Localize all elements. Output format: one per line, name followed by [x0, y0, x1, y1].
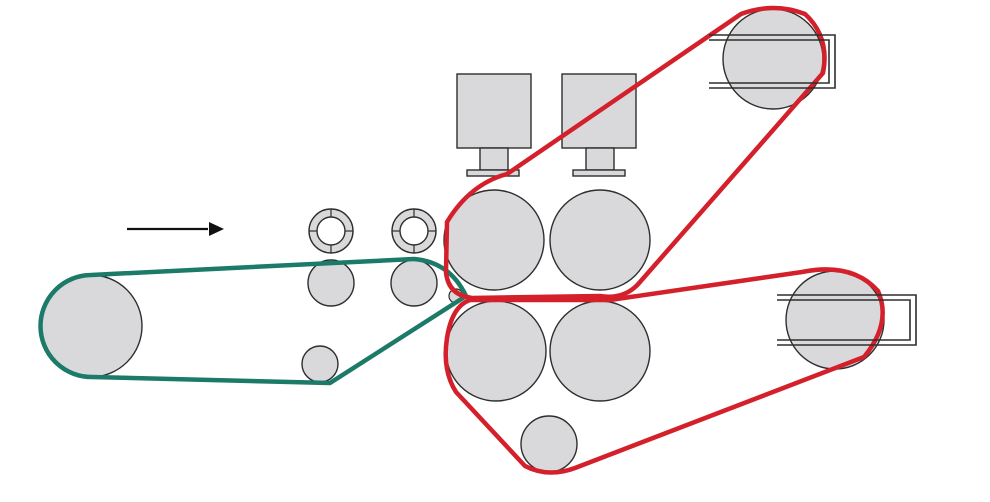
press-belt-lower — [443, 267, 885, 475]
tensioner-bracket-lower — [777, 294, 917, 346]
drive-coupling-right — [585, 147, 615, 171]
ring-roller-left — [308, 208, 354, 254]
ring-roller-right — [391, 208, 437, 254]
ring-roller-bore — [399, 216, 429, 246]
press-roll-lower-right — [549, 300, 651, 402]
drive-flange-left — [466, 169, 520, 177]
drive-flange-right — [572, 169, 626, 177]
infeed-guide-roller — [390, 259, 438, 307]
press-rolls — [443, 189, 651, 402]
return-roll-lower — [520, 415, 578, 473]
infeed-rollers — [39, 259, 464, 383]
infeed-guide-roller — [301, 345, 339, 383]
feed-arrow-head — [209, 222, 224, 236]
drive-unit-right — [561, 73, 637, 177]
press-roll-upper-right — [549, 189, 651, 291]
drive-motor-body-left — [456, 73, 532, 149]
drive-unit-left — [456, 73, 532, 177]
ring-roller-spokes — [309, 209, 353, 253]
ring-roller-bore — [316, 216, 346, 246]
feed-direction-arrow — [127, 222, 224, 236]
press-roll-lower-left — [445, 300, 547, 402]
drive-coupling-left — [479, 147, 509, 171]
ring-roller-spokes — [392, 209, 436, 253]
press-roll-upper-left — [443, 189, 545, 291]
tension-roll-upper — [722, 8, 824, 110]
tensioner-bracket-upper — [709, 34, 836, 89]
infeed-guide-roller — [307, 259, 355, 307]
infeed-belt — [38, 256, 469, 386]
